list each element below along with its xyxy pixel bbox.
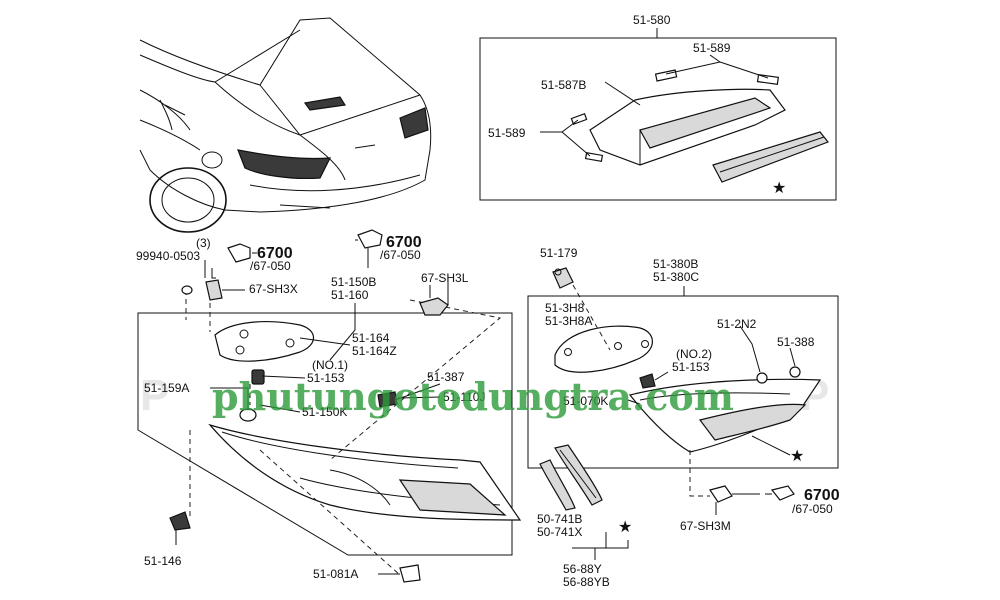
label-51-110J: 51-110J: [443, 390, 485, 404]
label-67-SH3X: 67-SH3X: [249, 282, 298, 296]
label-50-741X: 50-741X: [537, 525, 582, 539]
label-51-179: 51-179: [540, 246, 578, 260]
right-loose-parts: ★: [539, 267, 795, 560]
label-no-2: (NO.2): [676, 347, 712, 361]
label-99940-0503: 99940-0503: [136, 249, 200, 263]
label-6700-right: 6700: [804, 487, 840, 504]
label-51-3H8: 51-3H8: [545, 301, 585, 315]
label-67-050-left-1: /67-050: [250, 259, 291, 273]
label-51-159A: 51-159A: [144, 381, 189, 395]
label-51-388: 51-388: [777, 335, 815, 349]
label-67-050-left-2: /67-050: [380, 248, 421, 262]
label-67-SH3M: 67-SH3M: [680, 519, 731, 533]
car-illustration: [139, 17, 432, 233]
label-51-164Z: 51-164Z: [352, 344, 397, 358]
label-51-070K: 51-070K: [563, 394, 608, 408]
label-51-3H8A: 51-3H8A: [545, 314, 592, 328]
label-51-380C: 51-380C: [653, 270, 699, 284]
label-51-150K: 51-150K: [302, 405, 347, 419]
label-51-2N2: 51-2N2: [717, 317, 757, 331]
label-51-150B: 51-150B: [331, 275, 376, 289]
label-no-1: (NO.1): [312, 358, 348, 372]
label-67-SH3L: 67-SH3L: [421, 271, 469, 285]
label-50-741B: 50-741B: [537, 512, 582, 526]
svg-text:★: ★: [772, 178, 786, 197]
high-mount-lamp-box: ★ 51-580 51-589 51-587B 51-589: [479, 13, 837, 201]
callout-labels: 51-179 51-380B 51-380C 51-3H8 51-3H8A 51…: [136, 234, 840, 589]
watermark-text: phutungotodungtra.com: [212, 374, 734, 419]
svg-text:★: ★: [790, 446, 804, 465]
svg-text:P: P: [140, 371, 169, 420]
label-51-146: 51-146: [144, 554, 182, 568]
label-51-589-top: 51-589: [693, 41, 731, 55]
right-trunk-lamp-box: ★: [527, 284, 839, 497]
label-51-580: 51-580: [633, 13, 671, 27]
label-51-387: 51-387: [427, 370, 465, 384]
label-qty-3: (3): [196, 236, 211, 250]
label-51-380B: 51-380B: [653, 257, 698, 271]
label-51-160: 51-160: [331, 288, 369, 302]
label-51-587B: 51-587B: [541, 78, 586, 92]
label-6700-left-2: 6700: [386, 234, 422, 251]
label-51-081A: 51-081A: [313, 567, 358, 581]
left-combination-lamp-box: [137, 285, 522, 576]
label-67-050-right: /67-050: [792, 502, 833, 516]
label-51-153-right: 51-153: [672, 360, 710, 374]
svg-text:★: ★: [618, 517, 632, 536]
label-6700-left-1: 6700: [257, 245, 293, 262]
label-51-589-left: 51-589: [488, 126, 526, 140]
left-loose-parts: [169, 229, 449, 583]
label-51-153-left: 51-153: [307, 371, 345, 385]
label-51-164: 51-164: [352, 331, 390, 345]
label-56-88YB: 56-88YB: [563, 575, 610, 589]
label-56-88Y: 56-88Y: [563, 562, 602, 576]
